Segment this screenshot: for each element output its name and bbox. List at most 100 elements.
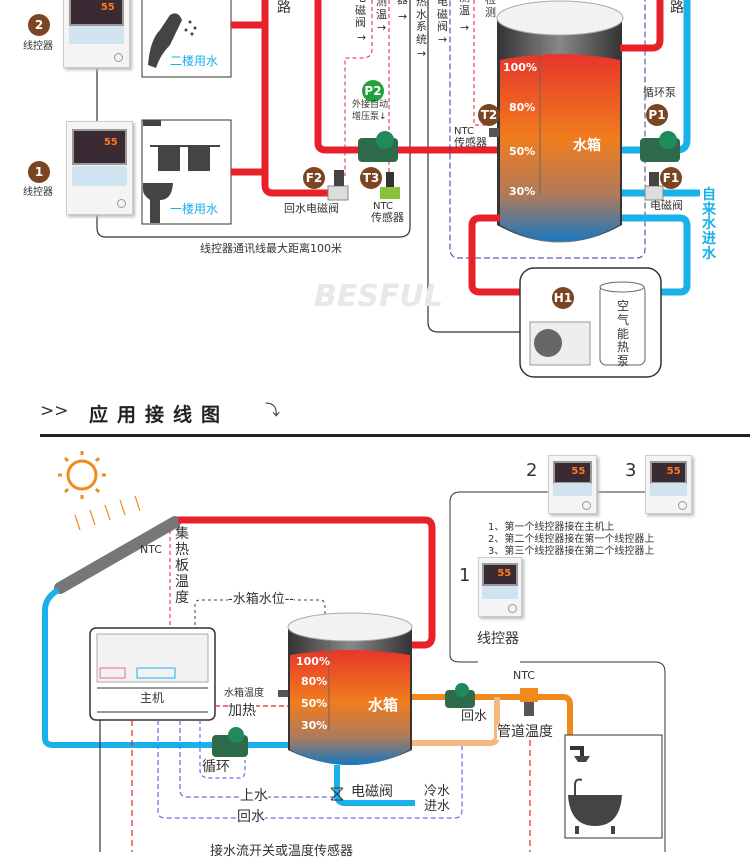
inlet-valve-f1-icon — [644, 172, 664, 201]
tap-water-inlet-label: 自来水进水 — [702, 187, 716, 262]
temp-a-label: 测温 — [376, 0, 387, 21]
booster-pump-p2-icon — [358, 131, 398, 162]
heating-label: 加热 — [228, 703, 256, 720]
hot-supply-pipe — [412, 694, 573, 748]
pipe-ntc-label: NTC — [513, 669, 535, 682]
controller-display: 55 — [497, 568, 512, 580]
wired-controller-2[interactable]: 55 — [63, 0, 130, 68]
bathroom-box — [564, 734, 663, 839]
controller-3-number: 3 — [625, 460, 637, 481]
controller-display: 55 — [666, 466, 681, 478]
tank-label: 水箱 — [368, 696, 399, 714]
valve-b-label: 电磁阀 — [437, 0, 448, 34]
shower-head-icon — [148, 13, 197, 69]
section-divider — [40, 434, 750, 437]
f2-label: 回水电磁阀 — [284, 202, 339, 215]
arrow-icon: → — [398, 10, 408, 23]
t3-label: 传感器 — [371, 211, 404, 224]
controller-display: 55 — [100, 2, 115, 13]
return-valve-f2-icon — [327, 170, 349, 201]
level-50: 50% — [301, 697, 328, 710]
shower-icon — [570, 746, 590, 762]
controller-keypad[interactable] — [649, 483, 688, 496]
note-1: 1、第一个线控器接在主机上 — [488, 522, 615, 533]
level-80: 80% — [301, 675, 328, 688]
right-road-label: 路 — [670, 0, 684, 16]
tank-temp-label: 水箱温度 — [224, 688, 264, 699]
watermark-logo: BESFUL — [314, 279, 443, 314]
wired-controller-1[interactable]: 55 — [66, 121, 133, 215]
wired-controller-3[interactable]: 55 — [645, 455, 692, 514]
controller-keypad[interactable] — [69, 26, 124, 44]
hot-water-pipe-top-left — [231, 0, 497, 197]
t2-label: NTC — [454, 126, 474, 137]
control-boundary-dashed — [449, 0, 646, 259]
controller-keypad[interactable] — [72, 166, 127, 187]
controller-2-number: 2 — [526, 460, 538, 481]
bottom-note: 接水流开关或温度传感器 — [210, 844, 354, 859]
level-80: 80% — [509, 101, 536, 114]
controller-1-number: 1 — [459, 565, 471, 586]
section-suffix-icon: ⤵ — [265, 401, 281, 419]
hot-pipe-collector — [178, 516, 436, 649]
wired-controller-1[interactable]: 55 — [478, 557, 522, 617]
note-2: 2、第二个线控器接在第一个线控器上 — [488, 534, 655, 545]
t2-badge: T2 — [478, 104, 500, 126]
system-line — [427, 0, 520, 333]
bathtub-icon — [568, 778, 622, 834]
arrow-icon: → — [460, 21, 470, 34]
hot-water-pipe-top-right — [620, 0, 664, 52]
return-water-label: 回水 — [237, 809, 265, 826]
outdoor-unit-icon — [529, 321, 591, 366]
valve-a-label: 电磁阀 — [355, 0, 366, 30]
cold-pipe-collector — [42, 587, 290, 748]
collector-ntc-label: NTC — [140, 543, 162, 556]
sun-icon — [58, 451, 106, 499]
controller-keypad[interactable] — [552, 483, 593, 496]
return-pump-icon — [445, 683, 475, 708]
arrow-icon: → — [357, 31, 367, 44]
arrow-icon: → — [438, 33, 448, 46]
collector-temp-label: 集热板温度 — [175, 526, 189, 607]
water-tank-top — [489, 0, 624, 243]
f2-badge: F2 — [303, 167, 325, 189]
wiring-lines — [99, 705, 531, 852]
sensor-a-label: 器 — [397, 0, 408, 7]
p2-label: 增压泵↓ — [352, 112, 387, 122]
solenoid-valve-icon — [330, 787, 344, 801]
level-30: 30% — [301, 719, 328, 732]
controller-display: 55 — [103, 136, 118, 148]
p1-badge: P1 — [646, 104, 668, 126]
f1-label: 电磁阀 — [650, 199, 683, 212]
washroom-icon — [143, 120, 220, 223]
second-floor-label: 二楼用水 — [170, 54, 219, 68]
h1-label: 空气能热泵 — [617, 299, 630, 369]
return-pump-label: 回水 — [461, 709, 488, 725]
left-road-label: 路 — [277, 0, 291, 16]
controller-wiring — [449, 491, 666, 852]
controller-2-badge: 2 — [28, 14, 50, 36]
controller-display: 55 — [571, 466, 586, 478]
comm-line — [96, 0, 411, 238]
inlet-valve-label: 电磁阀 — [351, 784, 393, 800]
temp-b-label: 测温 — [459, 0, 470, 17]
host-label: 主机 — [140, 691, 165, 705]
tank-label: 水箱 — [573, 138, 601, 154]
hot-water-system-label: 热水系统 — [416, 0, 427, 46]
note-3: 3、第三个线控器接在第二个线控器上 — [488, 546, 655, 557]
t2-label: 传感器 — [454, 136, 487, 149]
main-unit — [89, 627, 216, 721]
controller-keypad[interactable] — [482, 585, 518, 599]
comm-line-note: 线控器通讯线最大距离100米 — [200, 242, 342, 255]
wired-controller-2[interactable]: 55 — [548, 455, 597, 514]
first-floor-label: 一楼用水 — [170, 202, 219, 216]
tank-level-label: -水箱水位-- — [228, 592, 295, 608]
heat-pump-cylinder-icon — [599, 281, 646, 366]
section-title: 应用接线图 — [89, 404, 230, 426]
hot-water-pipe-bottom — [468, 214, 520, 296]
pipe-temp-label: 管道温度 — [497, 724, 553, 741]
h1-badge: H1 — [552, 287, 574, 309]
controller-1-badge: 1 — [28, 161, 50, 183]
pipe-ntc-sensor-icon — [520, 688, 538, 716]
